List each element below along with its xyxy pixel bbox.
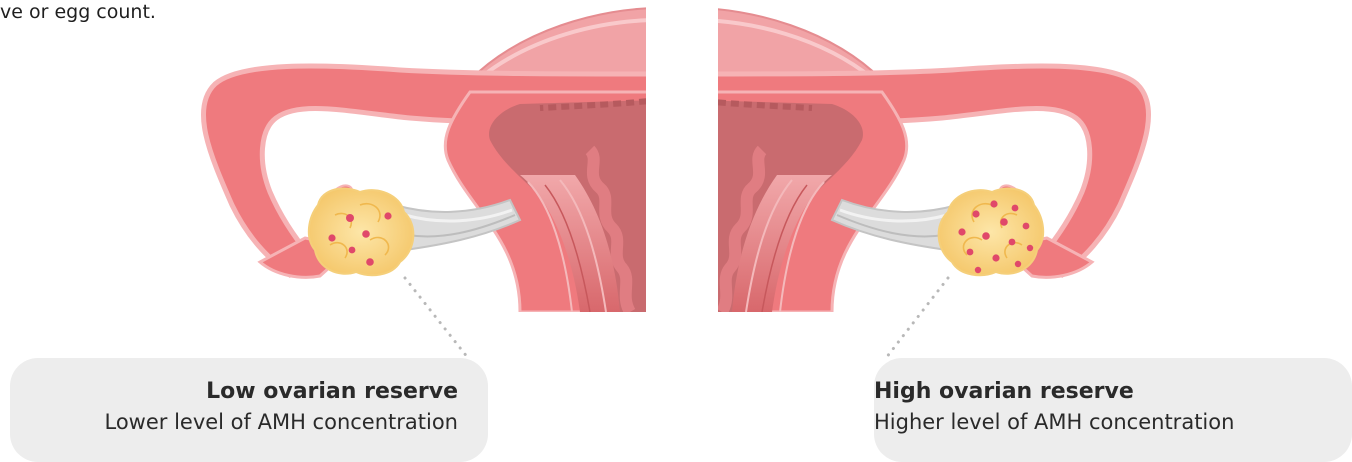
high-reserve-title: High ovarian reserve — [874, 377, 1234, 407]
high-reserve-subtitle: Higher level of AMH concentration — [874, 407, 1234, 437]
ovary-left — [309, 188, 414, 275]
low-reserve-callout: Low ovarian reserve Lower level of AMH c… — [10, 358, 488, 462]
leader-line-right — [886, 278, 948, 358]
low-reserve-subtitle: Lower level of AMH concentration — [104, 407, 458, 437]
high-reserve-callout: High ovarian reserve Higher level of AMH… — [874, 358, 1352, 462]
low-reserve-title: Low ovarian reserve — [104, 377, 458, 407]
uterus-half-right-illustration — [692, 8, 1149, 312]
ovary-right — [939, 188, 1044, 275]
leader-line-left — [405, 278, 468, 358]
uterus-half-left-illustration — [203, 8, 660, 312]
